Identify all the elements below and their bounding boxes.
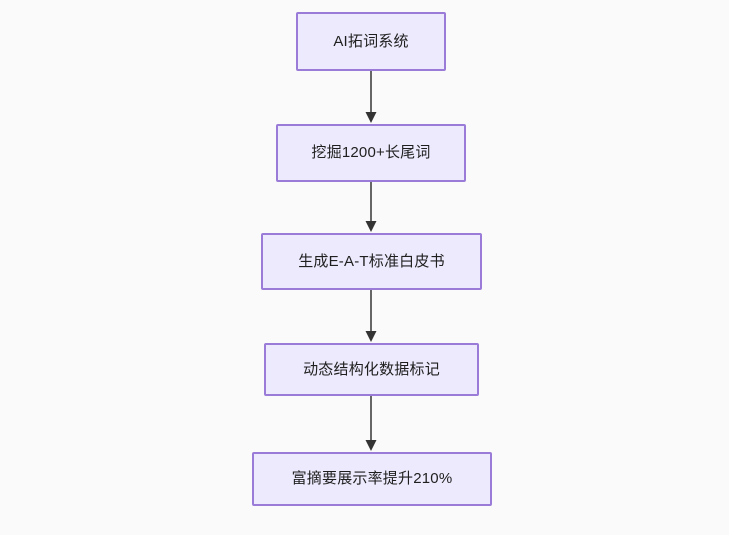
flow-node-1[interactable]: AI拓词系统 [296,12,446,71]
flow-node-2[interactable]: 挖掘1200+长尾词 [276,124,466,182]
flow-edge-1-to-2 [364,71,378,124]
flow-edge-4-to-5 [364,396,378,452]
flow-node-4-label: 动态结构化数据标记 [303,360,440,378]
flow-node-5-label: 富摘要展示率提升210% [291,470,453,488]
flow-node-1-label: AI拓词系统 [333,32,409,50]
flow-node-2-label: 挖掘1200+长尾词 [311,144,431,162]
flow-node-4[interactable]: 动态结构化数据标记 [264,343,479,396]
flow-node-3-label: 生成E-A-T标准白皮书 [298,252,445,270]
flow-node-5[interactable]: 富摘要展示率提升210% [252,452,492,506]
flow-node-3[interactable]: 生成E-A-T标准白皮书 [261,233,482,290]
flow-edge-2-to-3 [364,182,378,233]
flow-edge-3-to-4 [364,290,378,343]
